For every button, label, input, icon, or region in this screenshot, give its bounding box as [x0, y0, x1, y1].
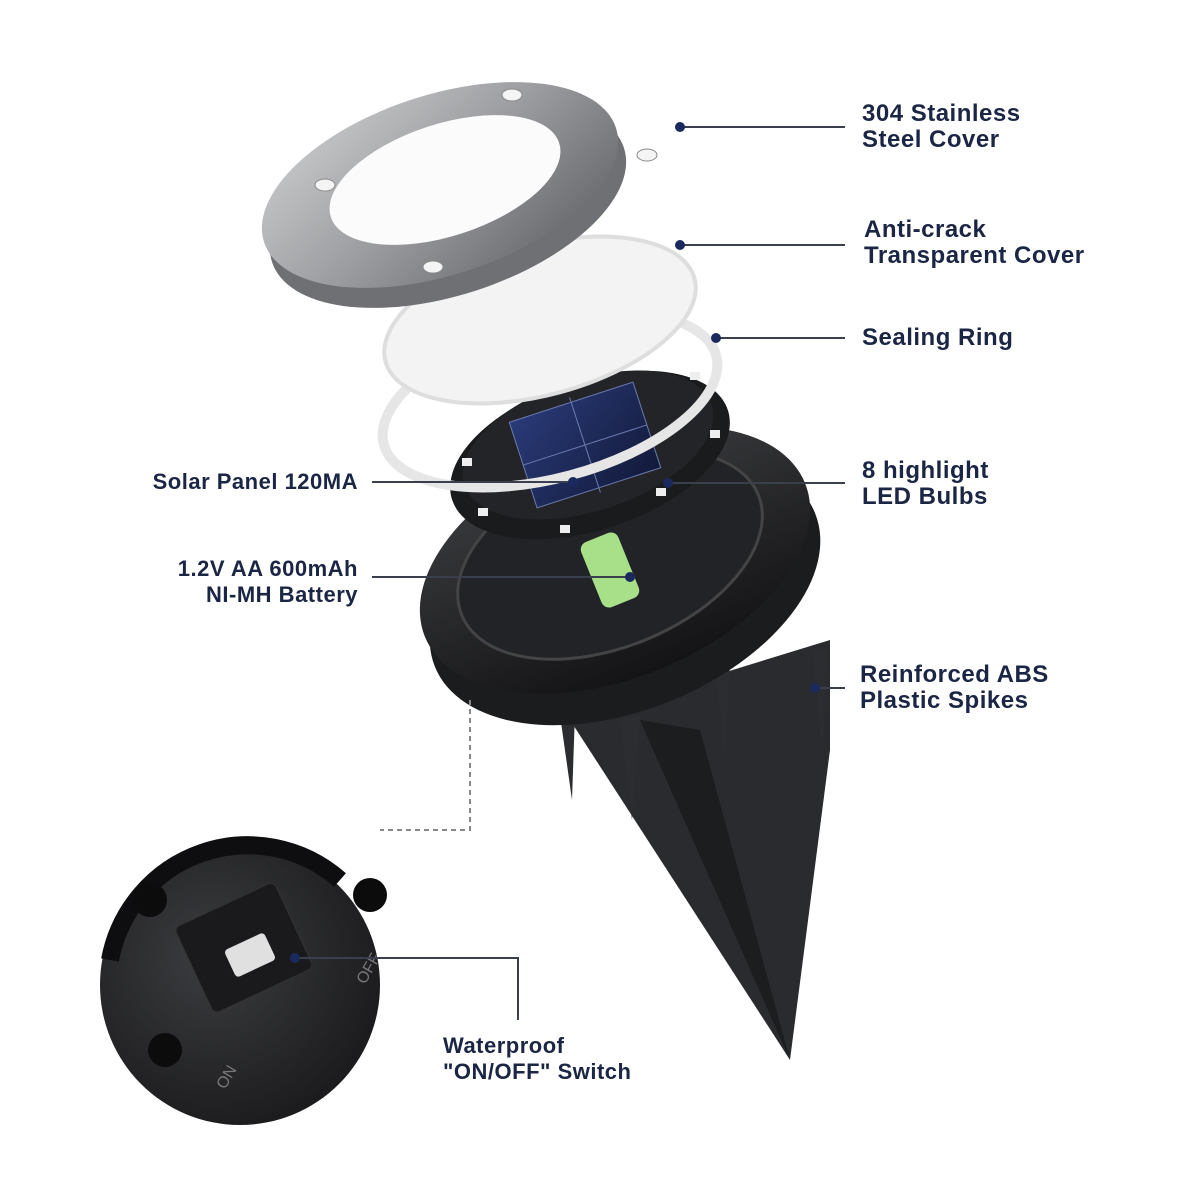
label-line: Waterproof — [443, 1033, 565, 1058]
label-line: Reinforced ABS — [860, 661, 1049, 688]
label-line: 8 highlight — [862, 457, 989, 484]
switch-inset: ON OFF — [100, 836, 387, 1125]
label-line: Sealing Ring — [862, 324, 1014, 351]
label-line: Solar Panel 120MA — [152, 469, 358, 494]
solar-panel — [450, 370, 730, 540]
label-line: Steel Cover — [862, 126, 1000, 153]
label-line: 1.2V AA 600mAh — [177, 556, 358, 581]
label-line: NI-MH Battery — [206, 582, 358, 607]
label-switch: Waterproof "ON/OFF" Switch — [443, 1033, 631, 1085]
label-solar-panel: Solar Panel 120MA — [153, 469, 358, 495]
label-line: Plastic Spikes — [860, 687, 1029, 714]
label-line: LED Bulbs — [862, 483, 988, 510]
label-battery: 1.2V AA 600mAh NI-MH Battery — [178, 556, 358, 608]
label-steel-cover: 304 Stainless Steel Cover — [862, 101, 1021, 153]
label-spikes: Reinforced ABS Plastic Spikes — [860, 662, 1049, 714]
dashed-connector — [380, 700, 471, 831]
label-sealing-ring: Sealing Ring — [862, 325, 1013, 351]
steel-cover — [261, 82, 658, 308]
label-line: "ON/OFF" Switch — [443, 1059, 632, 1084]
leader-lines — [295, 126, 845, 1020]
label-line: 304 Stainless — [862, 100, 1021, 127]
label-line: Transparent Cover — [864, 242, 1085, 269]
plastic-spike — [560, 640, 830, 1060]
callout-dots — [290, 122, 820, 963]
label-line: Anti-crack — [864, 216, 987, 243]
label-led-bulbs: 8 highlight LED Bulbs — [862, 458, 989, 510]
label-transparent-cover: Anti-crack Transparent Cover — [864, 217, 1085, 269]
